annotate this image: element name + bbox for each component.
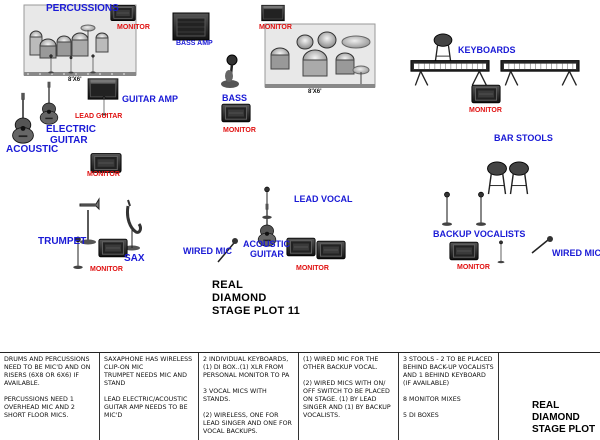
label-percussions: PERCUSSIONS — [46, 3, 119, 14]
notes-text-2: SAXAPHONE HAS WIRELESS CLIP-ON MIC TRUMP… — [104, 356, 193, 419]
trumpet-monitor — [98, 238, 128, 258]
backup-mic-1 — [441, 191, 453, 227]
label-trumpet-monitor: MONITOR — [90, 266, 123, 273]
drum-kit — [270, 31, 371, 84]
notes-title: REAL DIAMOND STAGE PLOT — [532, 400, 595, 436]
label-electric-guitar-line2: GUITAR — [50, 135, 88, 146]
label-lead-guitar: LEAD GUITAR — [75, 113, 123, 120]
acoustic-guitar-stand — [12, 92, 34, 144]
guitar-amp — [87, 78, 119, 100]
backup-mic-2 — [475, 191, 487, 227]
lead-vocal-monitor-2 — [316, 240, 346, 260]
electric-guitar-stand — [39, 81, 59, 125]
backup-monitor — [449, 241, 479, 261]
label-sax: SAX — [124, 253, 145, 264]
label-keyboard-monitor: MONITOR — [469, 107, 502, 114]
center-left-monitor — [90, 153, 122, 173]
bass-amp — [172, 12, 210, 41]
label-keyboards: KEYBOARDS — [458, 45, 516, 55]
label-backup-vocalists: BACKUP VOCALISTS — [433, 229, 526, 239]
notes-cell-3: 2 INDIVIDUAL KEYBOARDS, (1) DI BOX..(1) … — [199, 353, 299, 440]
plot-title: REAL DIAMOND STAGE PLOT 11 — [212, 279, 300, 318]
label-lead-vocal-monitor: MONITOR — [296, 265, 329, 272]
label-percussion-monitor: MONITOR — [117, 24, 150, 31]
plot-title-line3: STAGE PLOT 11 — [212, 305, 301, 317]
label-backup-monitor: MONITOR — [457, 264, 490, 271]
wired-mic-left — [217, 238, 238, 263]
notes-text-5: 3 STOOLS - 2 TO BE PLACED BEHIND BACK-UP… — [403, 356, 494, 419]
lead-vocal-monitor-1 — [286, 237, 316, 257]
keyboard-monitor — [471, 84, 501, 104]
notes-text-3: 2 INDIVIDUAL KEYBOARDS, (1) DI BOX..(1) … — [203, 356, 292, 435]
drum-monitor — [261, 4, 285, 22]
label-wired-mic-right: WIRED MIC — [552, 248, 600, 258]
stage-plot: PERCUSSIONS MONITOR 8'X6' BASS AMP MONIT… — [6, 3, 600, 318]
bar-stool-1 — [486, 161, 508, 195]
sax-stand — [124, 199, 142, 251]
label-trumpet: TRUMPET — [38, 236, 87, 247]
notes-text-4: (1) WIRED MIC FOR THE OTHER BACKUP VOCAL… — [303, 356, 391, 419]
label-guitar-amp: GUITAR AMP — [122, 94, 178, 104]
keyboard-stool — [433, 33, 453, 65]
notes-title-line1: REAL — [532, 400, 560, 411]
notes-title-line3: STAGE PLOT — [532, 424, 596, 435]
label-riser-size-right: 8'X6' — [308, 89, 322, 95]
label-riser-size-left: 8'X6' — [68, 77, 82, 83]
label-acoustic-guitar-line2: GUITAR — [250, 249, 284, 259]
stage-diagram — [12, 4, 580, 270]
label-wired-mic-left: WIRED MIC — [183, 246, 232, 256]
wired-mic-right — [531, 236, 553, 254]
notes-text-1: DRUMS AND PERCUSSIONS NEED TO BE MIC'D A… — [4, 356, 91, 419]
keyboard-1 — [410, 59, 490, 87]
label-drum-monitor: MONITOR — [259, 24, 292, 31]
label-center-left-monitor: MONITOR — [87, 171, 120, 178]
backup-mic-3 — [497, 240, 505, 264]
label-bar-stools: BAR STOOLS — [494, 133, 553, 143]
label-acoustic-guitar-line1: ACOUSTIC — [243, 239, 290, 249]
label-bass-monitor: MONITOR — [223, 127, 256, 134]
plot-title-line2: DIAMOND — [212, 292, 267, 304]
bar-stool-2 — [508, 161, 530, 195]
notes-cell-2: SAXAPHONE HAS WIRELESS CLIP-ON MIC TRUMP… — [100, 353, 199, 440]
label-lead-vocal: LEAD VOCAL — [294, 194, 353, 204]
notes-panel: DRUMS AND PERCUSSIONS NEED TO BE MIC'D A… — [0, 352, 600, 440]
label-bass-amp: BASS AMP — [176, 40, 213, 47]
notes-cell-1: DRUMS AND PERCUSSIONS NEED TO BE MIC'D A… — [0, 353, 100, 440]
trumpet-stand — [79, 197, 100, 245]
keyboard-2 — [500, 59, 580, 87]
bass-stand — [221, 54, 239, 88]
bass-monitor — [221, 103, 251, 123]
label-bass: BASS — [222, 93, 248, 103]
label-electric-guitar-line1: ELECTRIC — [46, 124, 96, 135]
notes-cell-4: (1) WIRED MIC FOR THE OTHER BACKUP VOCAL… — [299, 353, 399, 440]
notes-title-line2: DIAMOND — [532, 412, 580, 423]
label-acoustic: ACOUSTIC — [6, 144, 59, 155]
notes-cell-5: 3 STOOLS - 2 TO BE PLACED BEHIND BACK-UP… — [399, 353, 499, 440]
plot-title-line1: REAL — [212, 279, 244, 291]
